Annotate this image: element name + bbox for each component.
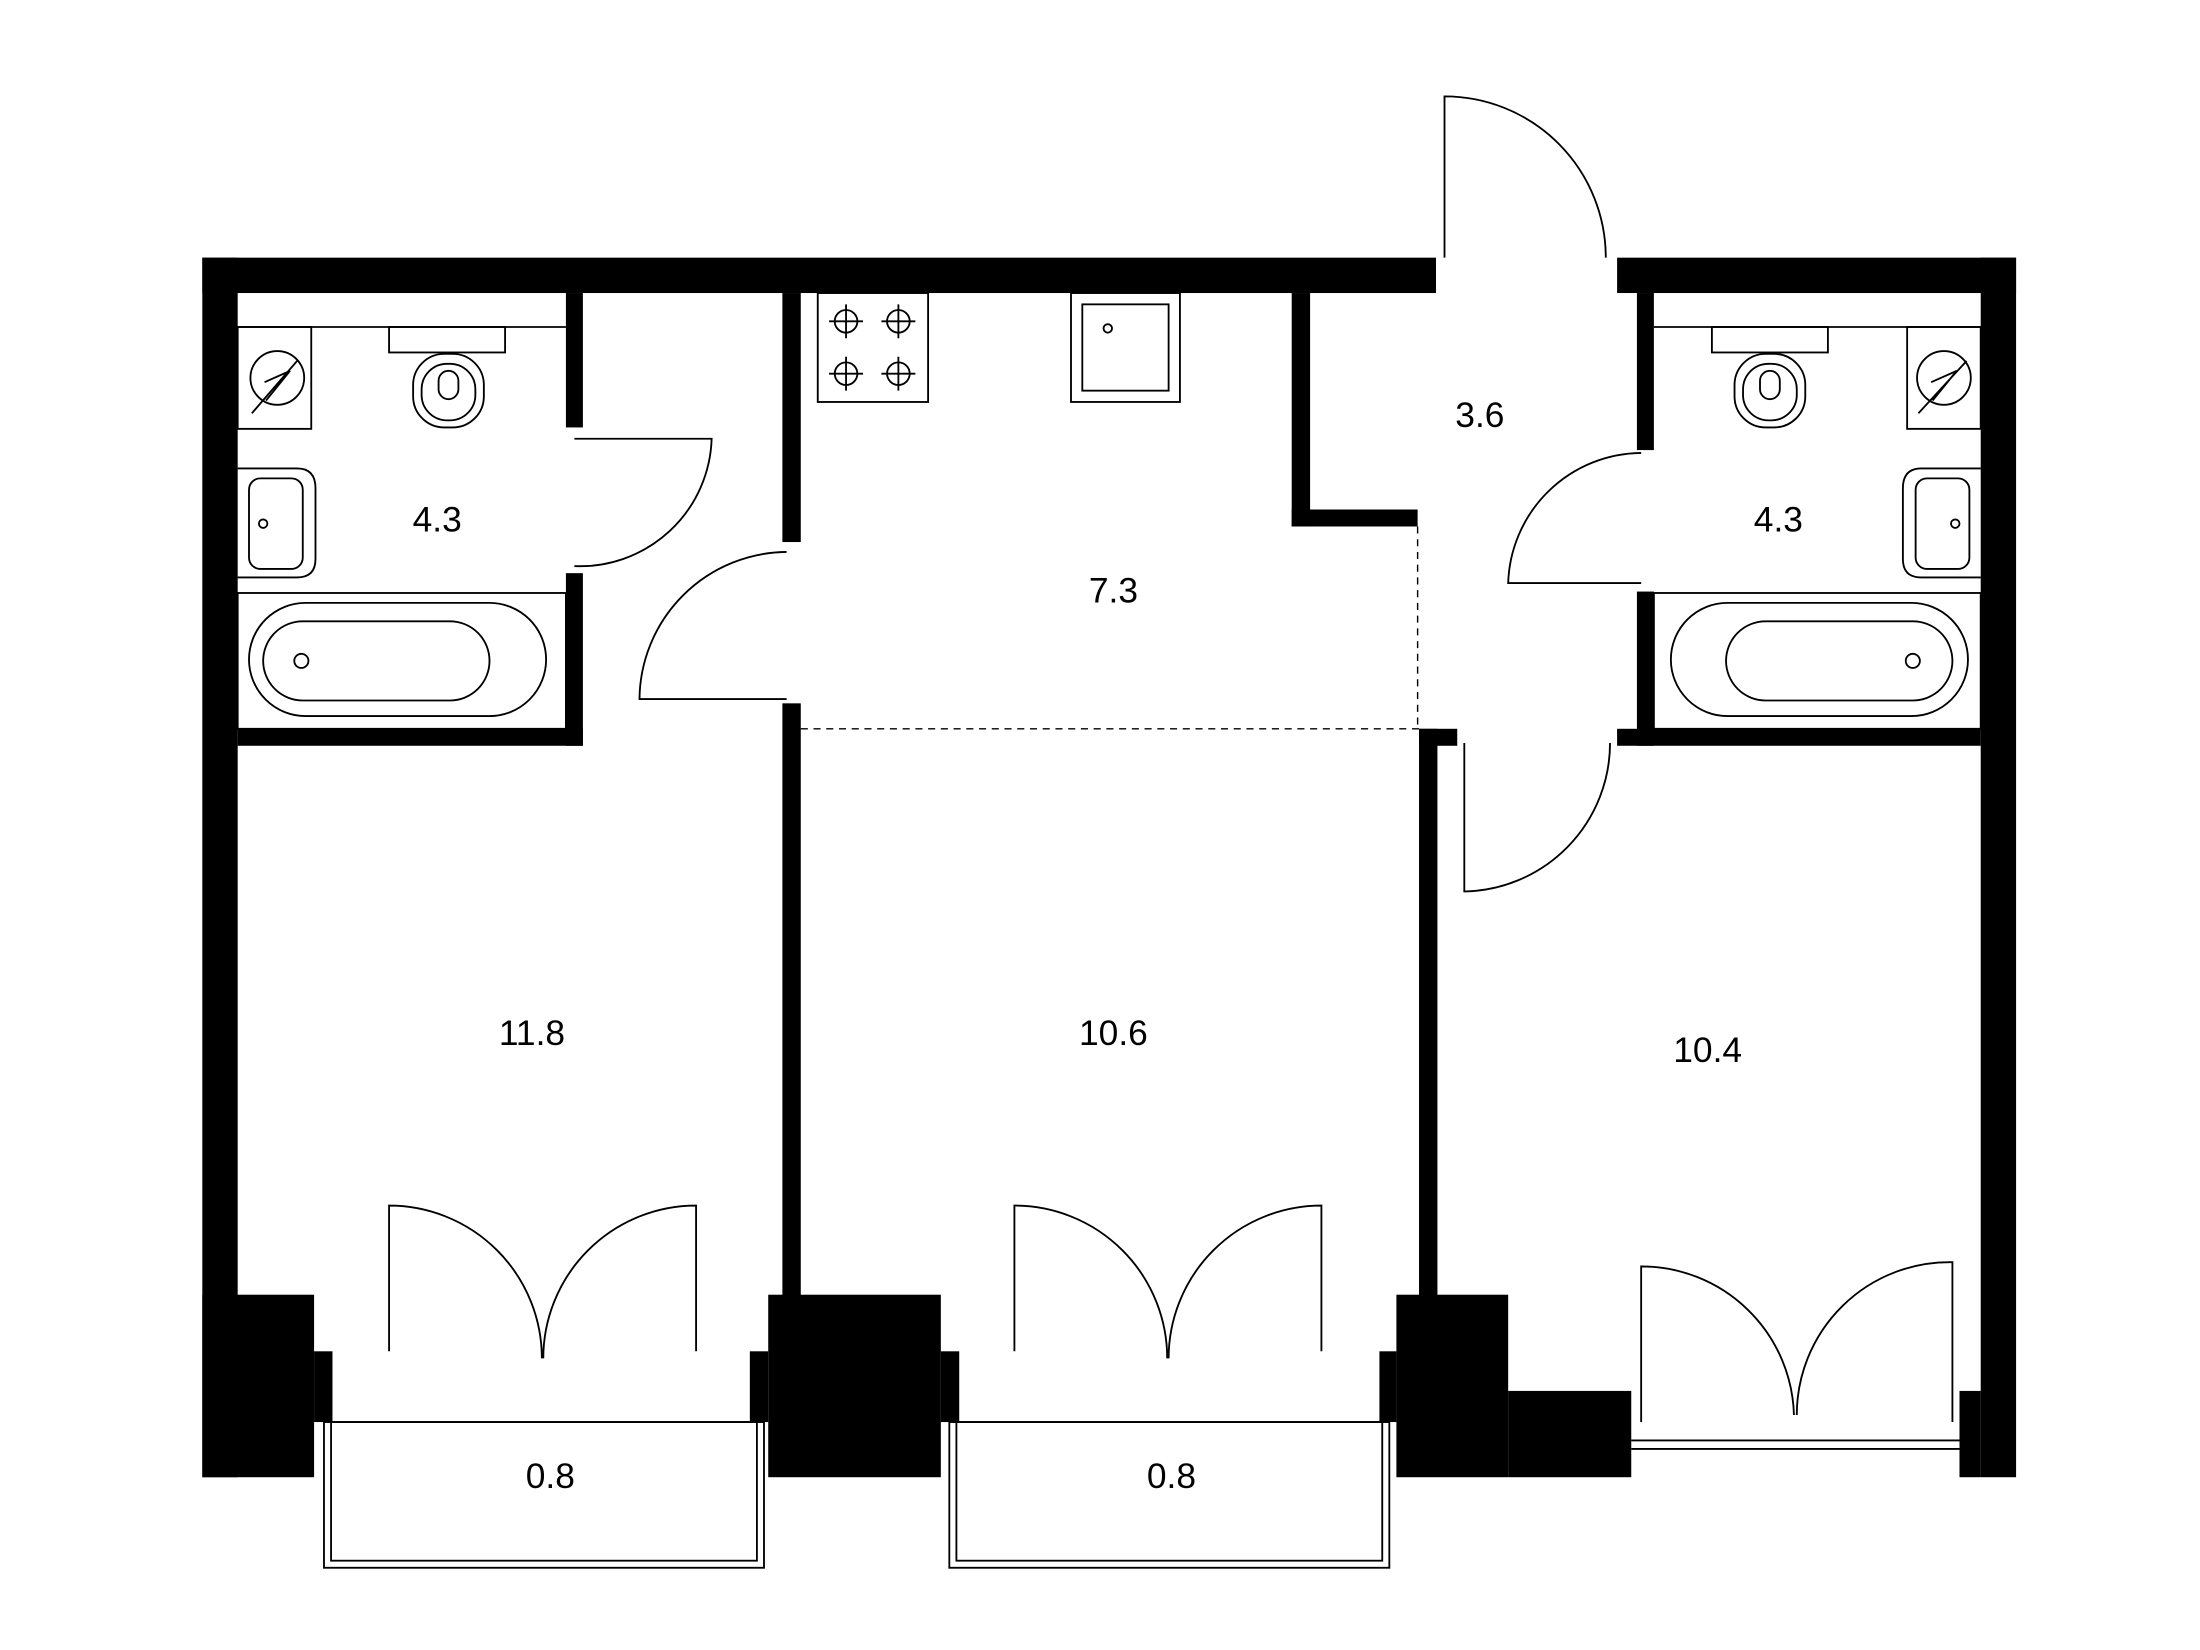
kitchen-door [638, 551, 787, 701]
area-kitchen: 7.3 [1089, 571, 1138, 610]
kitchen-fixtures [816, 292, 1181, 403]
doors[interactable] [388, 95, 1954, 1423]
entrance-door [1443, 95, 1607, 258]
area-balcony-middle: 0.8 [1147, 1457, 1196, 1496]
washing-machine-icon [1906, 326, 1982, 430]
toilet-icon [388, 326, 507, 429]
bathroom-left-door [574, 437, 713, 568]
area-bathroom-left: 4.3 [413, 501, 462, 540]
bathroom-right-door [1507, 451, 1642, 584]
walls [202, 257, 2017, 1478]
area-hallway: 3.6 [1455, 396, 1504, 435]
area-bedroom-left: 11.8 [499, 1014, 565, 1053]
area-living-room: 10.6 [1079, 1014, 1148, 1053]
bathtub-icon [1652, 592, 1982, 730]
bedroom-right-door [1463, 742, 1611, 893]
bedroom-right-window-door [1640, 1261, 1954, 1423]
stove-icon [816, 292, 930, 403]
burner-icons [829, 304, 916, 391]
area-balcony-left: 0.8 [526, 1457, 575, 1496]
bathtub-icon [236, 592, 567, 730]
bathroom-left-fixtures [236, 326, 567, 730]
washbasin-icon [237, 467, 317, 579]
washing-machine-icon [236, 326, 313, 430]
sink-icon [1070, 292, 1181, 403]
balcony-left-door [388, 1204, 697, 1359]
toilet-icon [1710, 326, 1829, 429]
washbasin-icon [1901, 467, 1981, 579]
room-dividers [800, 526, 1420, 730]
area-bathroom-right: 4.3 [1754, 501, 1803, 540]
balconies-and-windows [323, 1421, 1960, 1569]
area-bedroom-right: 10.4 [1673, 1031, 1742, 1070]
room-labels: 4.3 7.3 3.6 4.3 11.8 10.6 10.4 0.8 0.8 [413, 396, 1803, 1496]
bathroom-right-fixtures [1652, 326, 1982, 730]
balcony-middle-door [1013, 1204, 1323, 1359]
